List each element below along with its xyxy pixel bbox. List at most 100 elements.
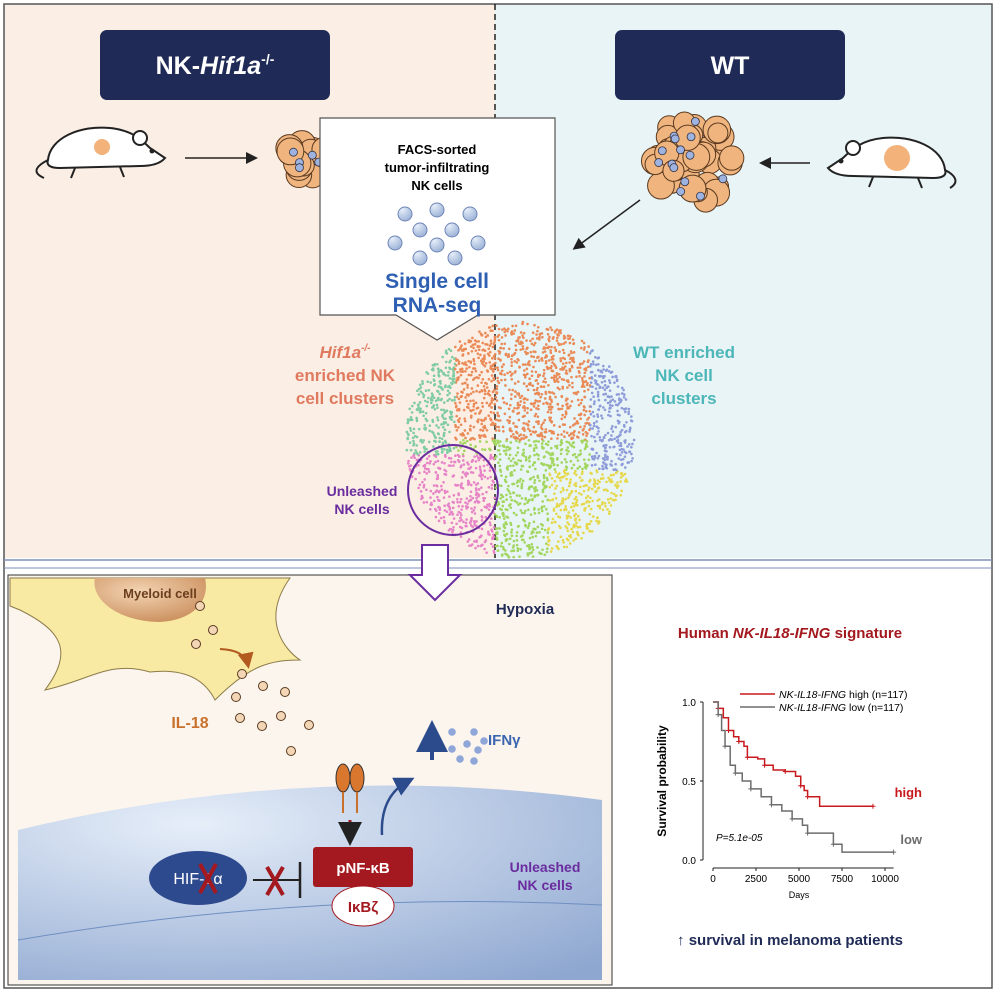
cluster-dot xyxy=(497,414,501,418)
censor-mark xyxy=(722,743,728,749)
cluster-dot xyxy=(542,374,545,378)
cluster-dot xyxy=(426,372,430,375)
cluster-dot xyxy=(446,374,450,377)
cluster-dot xyxy=(516,446,520,450)
cluster-dot xyxy=(576,421,580,425)
cluster-dot xyxy=(546,367,549,371)
cluster-dot xyxy=(571,356,575,360)
cluster-dot xyxy=(609,480,613,484)
il18-dot xyxy=(231,692,241,702)
cluster-dot xyxy=(580,537,583,540)
cluster-dot xyxy=(515,406,519,410)
cluster-dot xyxy=(603,449,607,453)
cluster-dot xyxy=(619,493,623,497)
cluster-dot xyxy=(485,551,488,554)
cluster-dot xyxy=(436,367,440,370)
cluster-dot xyxy=(617,484,620,487)
cluster-dot xyxy=(484,361,488,365)
cluster-dot xyxy=(536,476,540,479)
cluster-dot xyxy=(470,349,474,353)
cluster-dot xyxy=(523,541,526,544)
wt-label: WT xyxy=(615,30,845,100)
cluster-dot xyxy=(550,521,554,525)
cluster-dot xyxy=(510,357,513,361)
cluster-dot xyxy=(436,406,439,410)
cluster-dot xyxy=(504,334,507,337)
cluster-dot xyxy=(594,363,598,367)
cluster-dot xyxy=(536,546,539,549)
cluster-dot xyxy=(561,366,564,369)
cluster-dot xyxy=(595,519,598,523)
cluster-dot xyxy=(486,392,490,395)
cluster-dot xyxy=(542,473,546,477)
cluster-dot xyxy=(480,508,483,512)
cluster-dot xyxy=(552,363,556,366)
cluster-dot xyxy=(566,334,570,338)
cluster-dot xyxy=(601,406,605,409)
cluster-dot xyxy=(540,527,544,531)
cluster-dot xyxy=(565,466,569,469)
cluster-dot xyxy=(502,449,506,453)
cluster-dot xyxy=(616,481,619,484)
cluster-dot xyxy=(560,447,564,451)
facs-line-2: tumor-infiltrating xyxy=(385,160,490,175)
cluster-dot xyxy=(507,556,511,559)
cluster-dot xyxy=(422,486,426,489)
cluster-dot xyxy=(416,452,419,456)
cluster-dot xyxy=(515,494,519,497)
cluster-dot xyxy=(512,464,515,467)
cluster-dot xyxy=(531,463,535,467)
cluster-dot xyxy=(442,401,446,404)
cluster-dot xyxy=(480,516,484,519)
cluster-dot xyxy=(540,392,544,396)
cluster-dot xyxy=(465,399,469,403)
cluster-dot xyxy=(582,484,586,488)
cluster-dot xyxy=(611,398,615,401)
cluster-dot xyxy=(566,386,569,389)
cluster-dot xyxy=(498,515,501,519)
tumor-icon-right xyxy=(640,111,745,213)
cluster-dot xyxy=(481,448,484,451)
cluster-dot xyxy=(492,533,495,536)
cluster-dot xyxy=(555,339,559,342)
cluster-dot xyxy=(558,476,561,480)
cluster-dot xyxy=(604,504,607,508)
cluster-dot xyxy=(500,336,504,339)
cluster-dot xyxy=(419,490,423,493)
cluster-dot xyxy=(510,361,514,364)
cluster-dot xyxy=(412,431,415,435)
cluster-dot xyxy=(617,393,621,396)
cluster-dot xyxy=(610,464,613,467)
cluster-dot xyxy=(588,478,592,482)
cluster-dot xyxy=(560,378,564,381)
cluster-dot xyxy=(458,340,462,343)
cluster-dot xyxy=(427,470,431,473)
cluster-dot xyxy=(571,436,575,440)
cluster-dot xyxy=(443,468,446,472)
cluster-dot xyxy=(481,473,485,477)
cluster-dot xyxy=(476,492,479,495)
cluster-dot xyxy=(595,470,599,474)
cluster-dot xyxy=(567,449,570,453)
cluster-dot xyxy=(577,431,581,434)
il18-dot xyxy=(208,625,218,635)
survival-title: Human NK-IL18-IFNG signature xyxy=(678,625,902,642)
svg-text:enriched NK: enriched NK xyxy=(295,366,396,385)
cluster-dot xyxy=(508,492,512,495)
cluster-dot xyxy=(542,439,545,443)
cluster-dot xyxy=(432,404,436,407)
cluster-dot xyxy=(478,465,482,469)
cluster-dot xyxy=(497,357,500,361)
cluster-dot xyxy=(571,381,574,385)
cluster-dot xyxy=(530,551,534,554)
cluster-dot xyxy=(521,334,524,337)
cluster-dot xyxy=(564,341,567,344)
cluster-dot xyxy=(432,499,436,503)
cluster-dot xyxy=(434,455,438,458)
cluster-dot xyxy=(504,538,508,541)
cluster-dot xyxy=(555,544,558,548)
cluster-dot xyxy=(467,373,471,377)
cluster-dot xyxy=(601,386,605,390)
cluster-dot xyxy=(414,449,417,452)
cluster-dot xyxy=(524,458,528,462)
